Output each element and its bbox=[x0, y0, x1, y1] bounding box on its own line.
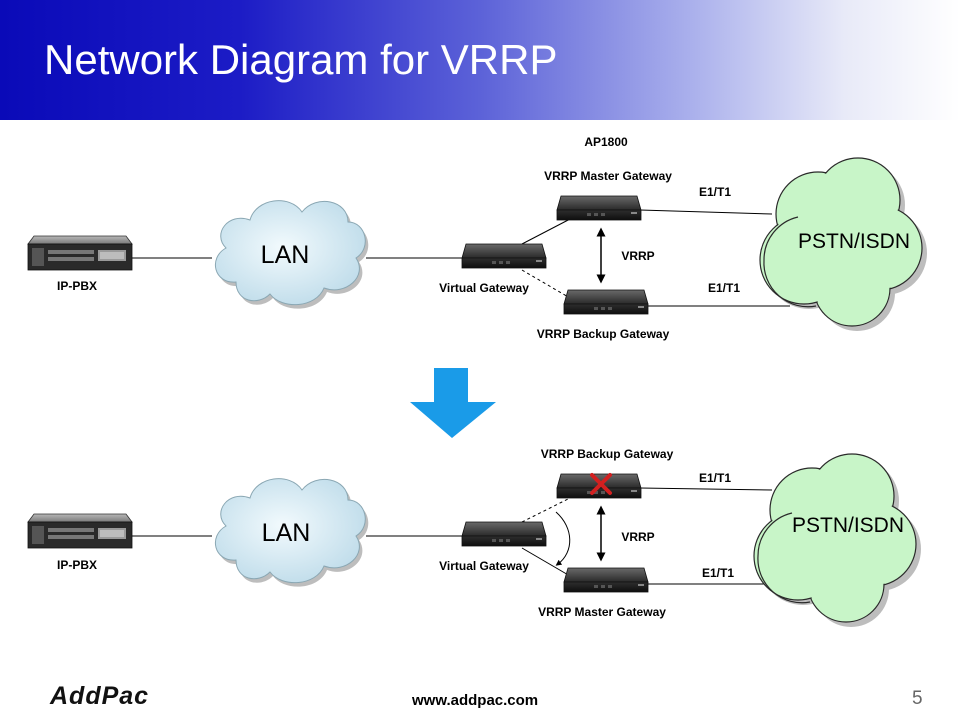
lan-label-bottom: LAN bbox=[262, 519, 311, 547]
down-arrow-icon bbox=[410, 368, 496, 438]
title-banner bbox=[0, 0, 960, 120]
line-virtual-master-bottom bbox=[521, 547, 571, 577]
x-mark-icon bbox=[590, 473, 612, 495]
backup-gateway-label-top: VRRP Backup Gateway bbox=[537, 327, 670, 341]
line-virtual-master-top bbox=[521, 217, 573, 245]
top-diagram: AP1800 VRRP Master Gateway VRRP Backup G… bbox=[27, 135, 928, 341]
line-master-pstn-top bbox=[639, 209, 773, 215]
addpac-logo: AddPac bbox=[50, 682, 150, 710]
line-virtual-backup-bottom bbox=[521, 497, 571, 523]
page-number: 5 bbox=[912, 688, 923, 709]
ip-pbx-server-bottom bbox=[27, 513, 133, 549]
lan-label-top: LAN bbox=[261, 241, 310, 269]
model-label: AP1800 bbox=[584, 135, 628, 149]
e1t1-upper-label-bottom: E1/T1 bbox=[699, 471, 731, 485]
virtual-gateway-label-top: Virtual Gateway bbox=[439, 281, 529, 295]
backup-gateway-router-top bbox=[563, 289, 649, 315]
ip-pbx-server-top bbox=[27, 235, 133, 271]
e1t1-lower-label-bottom: E1/T1 bbox=[702, 566, 734, 580]
vrrp-label-bottom: VRRP bbox=[621, 530, 654, 544]
ip-pbx-label-bottom: IP-PBX bbox=[57, 558, 97, 572]
slide-title: Network Diagram for VRRP bbox=[44, 36, 558, 83]
e1t1-upper-label-top: E1/T1 bbox=[699, 185, 731, 199]
virtual-gateway-router-bottom bbox=[461, 521, 547, 547]
pstn-label-bottom: PSTN/ISDN bbox=[792, 514, 904, 537]
master-gateway-router-bottom bbox=[563, 567, 649, 593]
ip-pbx-label-top: IP-PBX bbox=[57, 279, 97, 293]
line-virtual-backup-top bbox=[521, 269, 571, 299]
virtual-gateway-label-bottom: Virtual Gateway bbox=[439, 559, 529, 573]
vrrp-label-top: VRRP bbox=[621, 249, 654, 263]
failover-curve-arrow bbox=[555, 511, 571, 566]
bottom-diagram: VRRP Backup Gateway VRRP Master Gateway … bbox=[27, 447, 922, 628]
virtual-gateway-router-top bbox=[461, 243, 547, 269]
lower-gateway-label-bottom: VRRP Master Gateway bbox=[538, 605, 666, 619]
master-gateway-router-top bbox=[556, 195, 642, 221]
e1t1-lower-label-top: E1/T1 bbox=[708, 281, 740, 295]
upper-gateway-label-bottom: VRRP Backup Gateway bbox=[541, 447, 674, 461]
pstn-cloud-bottom bbox=[753, 453, 922, 628]
master-gateway-label-top: VRRP Master Gateway bbox=[544, 169, 672, 183]
pstn-label-top: PSTN/ISDN bbox=[798, 230, 910, 253]
line-backup-pstn-bottom bbox=[639, 487, 773, 491]
footer-url[interactable]: www.addpac.com bbox=[412, 692, 539, 709]
